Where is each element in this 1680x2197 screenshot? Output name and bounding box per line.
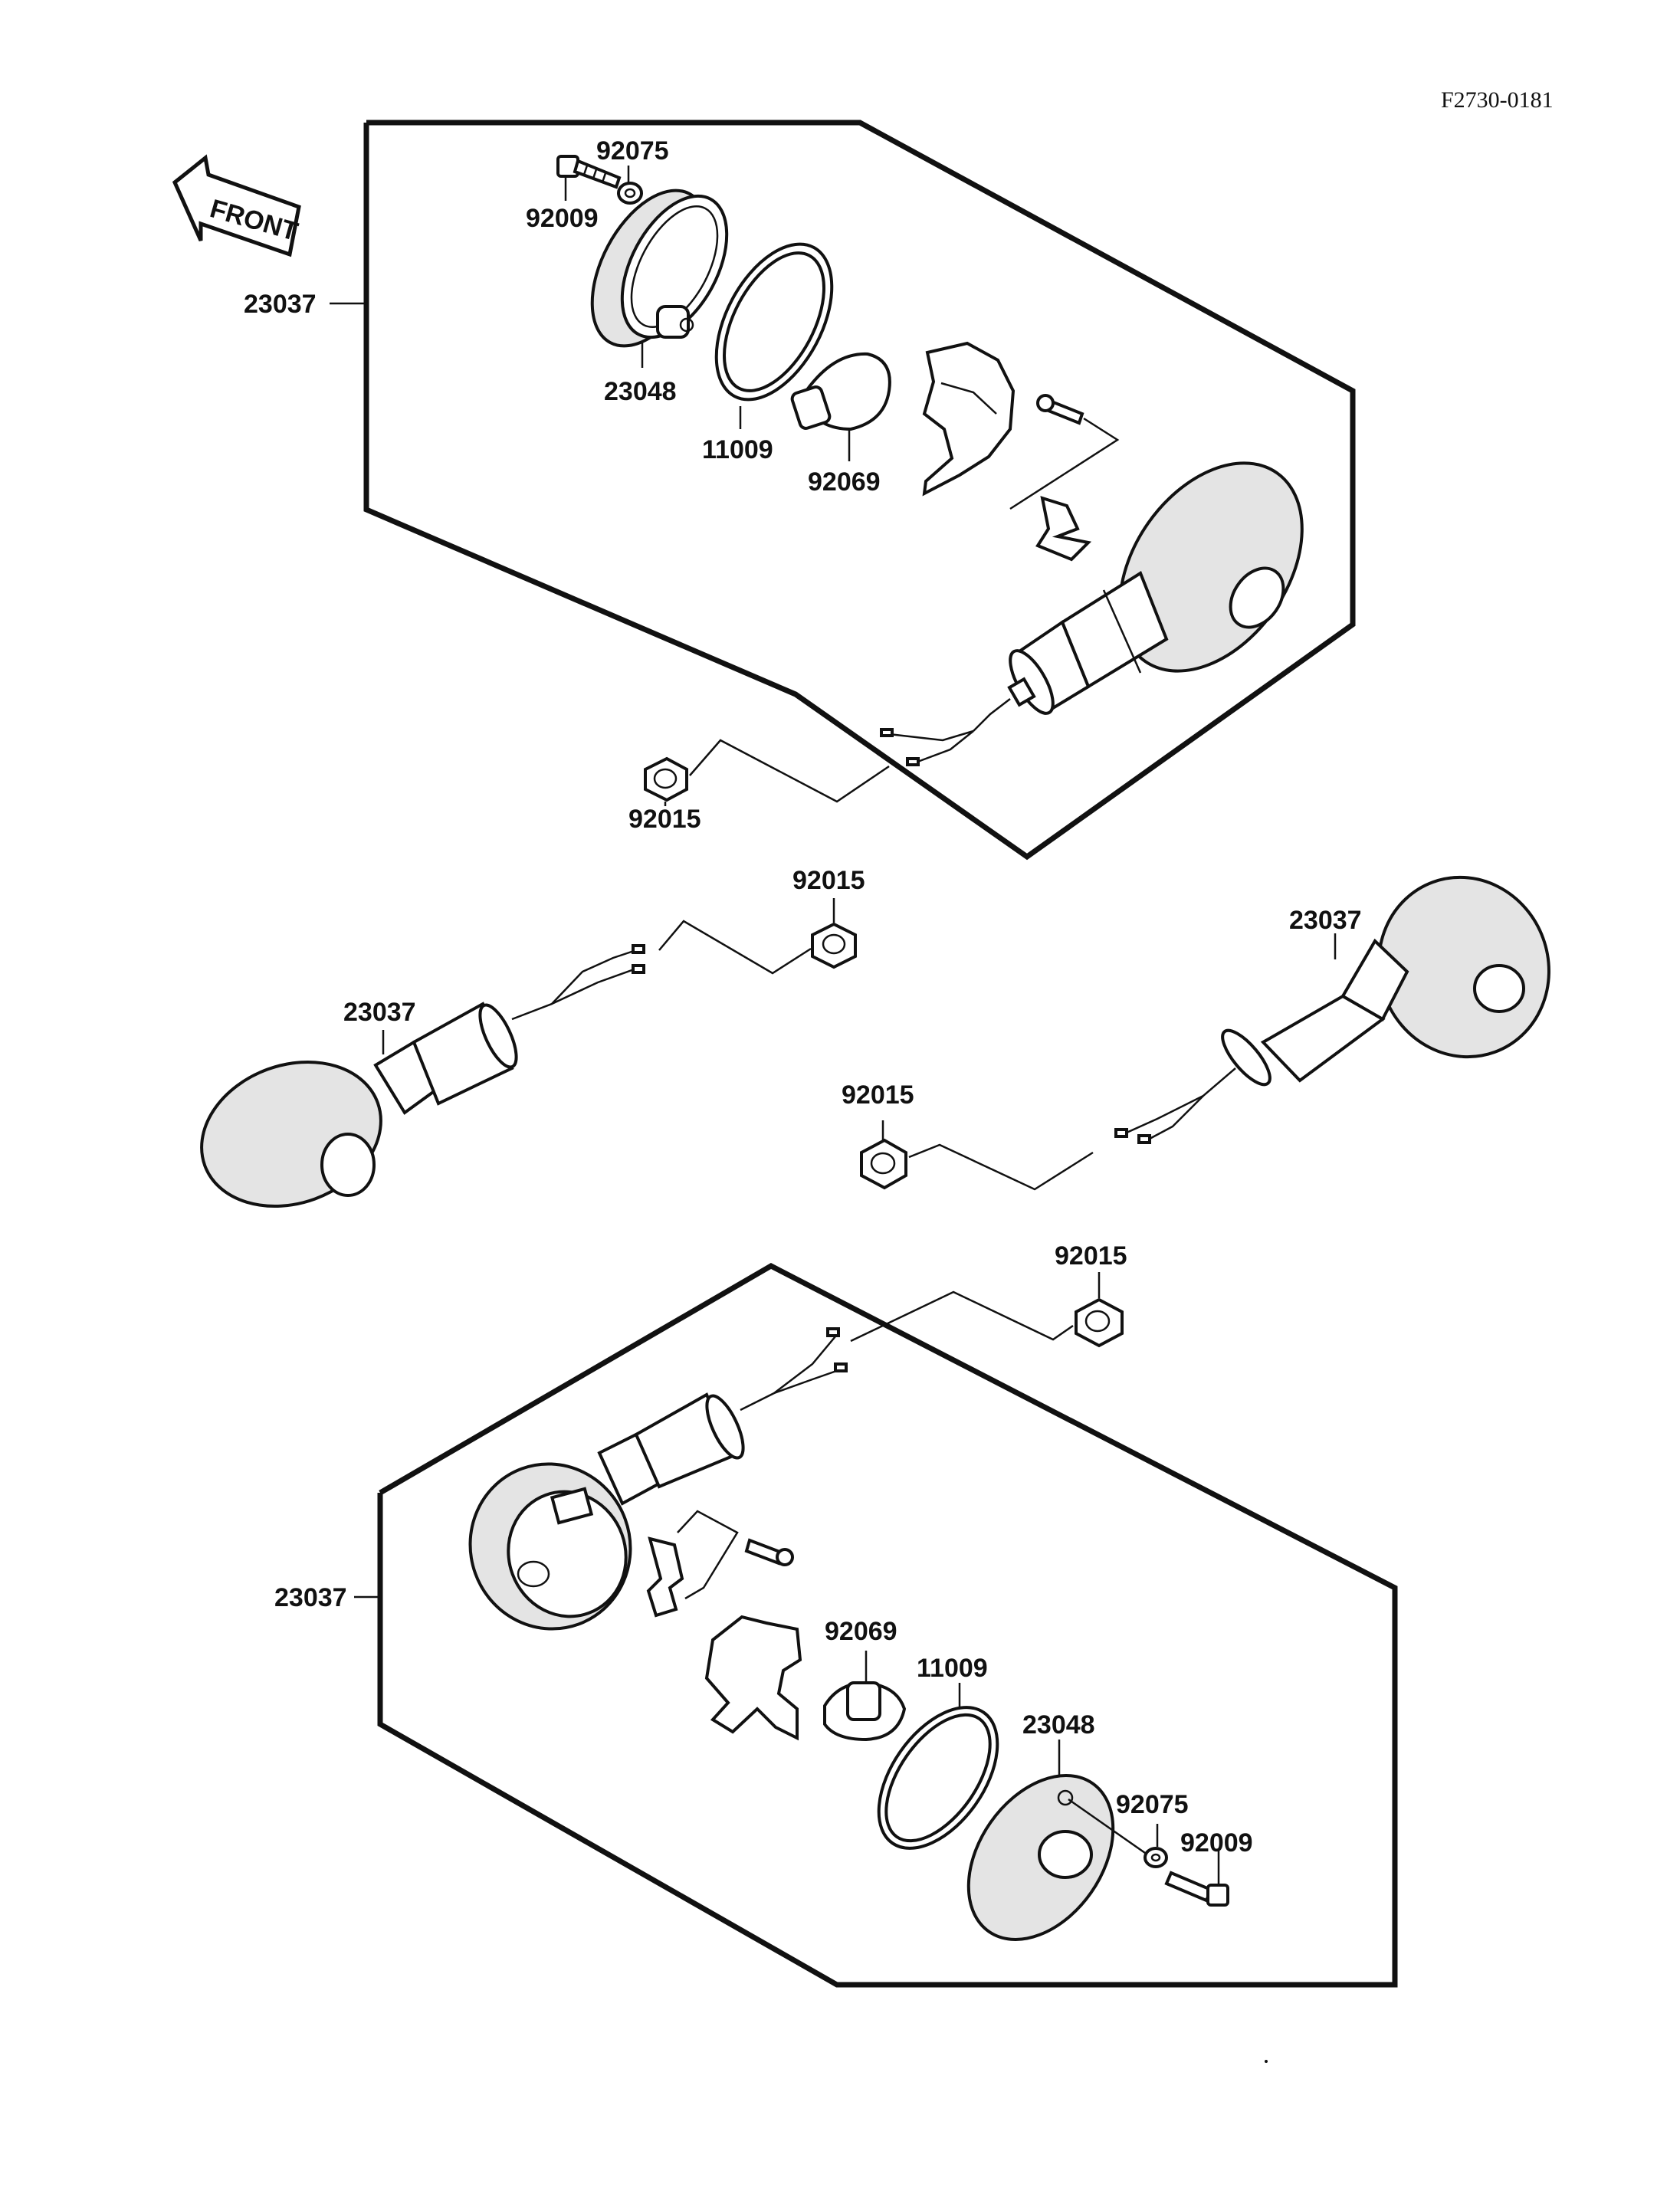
- turn-signal-icon: [880, 461, 1304, 766]
- label-23048-bottom: 23048: [1022, 1710, 1095, 1740]
- screw-icon: [1036, 394, 1084, 425]
- bracket-icon: [1035, 496, 1092, 562]
- lens-icon: [966, 1774, 1115, 1941]
- middle-right-signal: 23037 92015: [842, 875, 1550, 1191]
- label-11009-bottom: 11009: [917, 1654, 988, 1683]
- label-23037-top: 23037: [244, 290, 317, 319]
- label-92009-bottom: 92009: [1180, 1828, 1253, 1858]
- label-23037-middle-right: 23037: [1289, 906, 1362, 935]
- bottom-assembly: 23037 92015: [274, 1241, 1398, 1988]
- bulb-icon: [790, 352, 891, 431]
- reflector-bracket-icon: [922, 341, 1016, 497]
- nut-icon: [1075, 1297, 1124, 1348]
- washer-icon: [1144, 1847, 1168, 1868]
- bulb-icon: [823, 1681, 907, 1742]
- screw-icon: [744, 1538, 794, 1566]
- bracket-icon: [646, 1536, 684, 1618]
- label-92075-top: 92075: [596, 136, 669, 166]
- speck: [1265, 2060, 1268, 2063]
- washer-icon: [617, 182, 643, 205]
- bottom-assembly-frame: [377, 1263, 1398, 1988]
- top-assembly: 23037 92009 92075 23048: [244, 120, 1356, 861]
- gasket-icon: [877, 1706, 999, 1850]
- screw-icon: [1164, 1871, 1229, 1907]
- lens-icon: [590, 189, 729, 348]
- top-assembly-frame: [363, 120, 1356, 861]
- label-23048-top: 23048: [604, 377, 677, 406]
- label-92015-top: 92015: [628, 805, 701, 834]
- label-92015-middle-left: 92015: [792, 866, 865, 895]
- label-92075-bottom: 92075: [1116, 1790, 1189, 1819]
- turn-signal-icon: [200, 944, 645, 1208]
- label-92069-bottom: 92069: [825, 1617, 897, 1646]
- nut-icon: [860, 1138, 907, 1190]
- screw-icon: [556, 155, 622, 189]
- label-92015-bottom: 92015: [1055, 1241, 1127, 1271]
- label-23037-middle-left: 23037: [343, 998, 416, 1027]
- nut-icon: [644, 756, 688, 802]
- nut-icon: [811, 922, 857, 969]
- middle-left-signal: 23037 92015: [200, 866, 865, 1208]
- label-11009-top: 11009: [702, 435, 773, 464]
- front-arrow-icon: FRONT: [172, 154, 301, 257]
- gasket-icon: [714, 242, 834, 402]
- label-92069-top: 92069: [808, 467, 881, 497]
- label-92009-top: 92009: [526, 204, 599, 233]
- reflector-bracket-icon: [704, 1615, 802, 1741]
- turn-signal-icon: [1114, 875, 1550, 1144]
- label-23037-bottom: 23037: [274, 1583, 347, 1612]
- reference-code: F2730-0181: [1441, 87, 1554, 113]
- turn-signal-icon: [468, 1327, 848, 1631]
- label-92015-middle-right: 92015: [842, 1080, 914, 1110]
